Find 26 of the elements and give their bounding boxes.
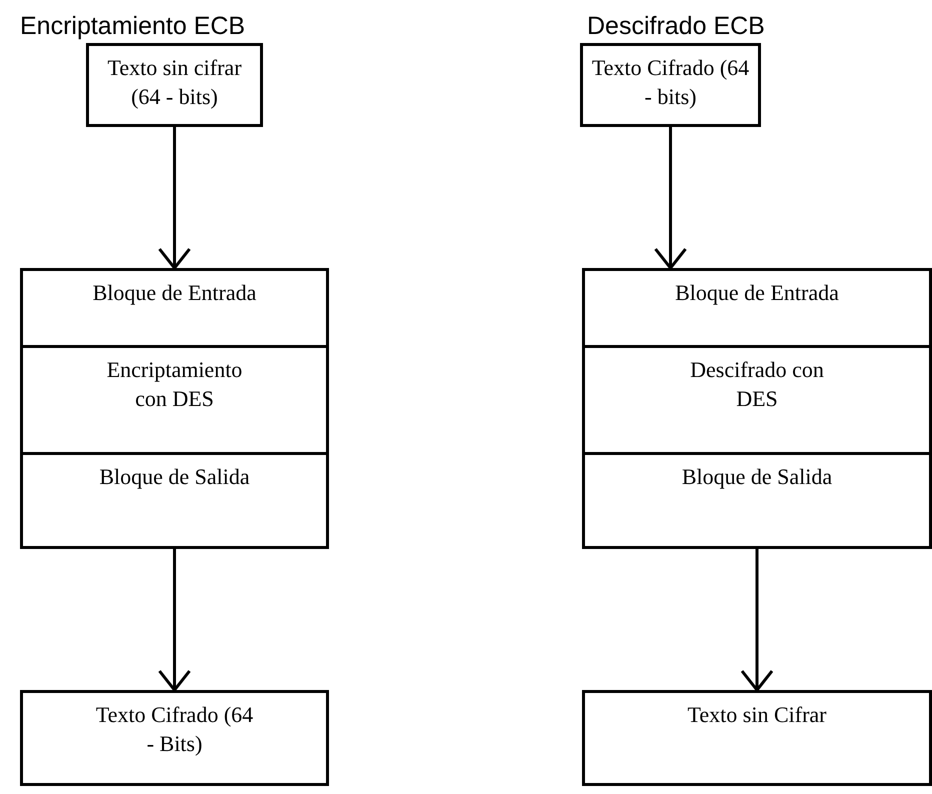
block-box <box>20 452 329 549</box>
process-box <box>582 345 932 455</box>
box-label: Bloque de Salida <box>680 463 834 491</box>
box-label: Texto Cifrado (64 - Bits) <box>94 701 254 758</box>
column-title: Descifrado ECB <box>587 12 765 41</box>
box-label: Bloque de Salida <box>98 463 251 491</box>
block-box <box>20 268 329 348</box>
arrow <box>158 549 191 692</box>
box-label: Texto sin cifrar (64 - bits) <box>106 54 243 111</box>
box-label: Encriptamiento con DES <box>106 356 244 413</box>
column-title: Encriptamiento ECB <box>20 12 246 41</box>
text-box <box>20 690 329 786</box>
arrow <box>654 127 687 270</box>
arrow <box>158 127 191 270</box>
process-box <box>20 345 329 455</box>
box-label: Texto Cifrado (64 - bits) <box>590 54 750 111</box>
box-label: Bloque de Entrada <box>674 279 840 307</box>
box-label: Texto sin Cifrar <box>686 701 828 729</box>
text-box <box>86 43 263 127</box>
arrow <box>740 549 774 692</box>
box-label: Descifrado con DES <box>689 356 825 413</box>
block-box <box>582 268 932 348</box>
text-box <box>582 690 932 786</box>
box-label: Bloque de Entrada <box>92 279 258 307</box>
block-box <box>582 452 932 549</box>
text-box <box>580 43 761 127</box>
